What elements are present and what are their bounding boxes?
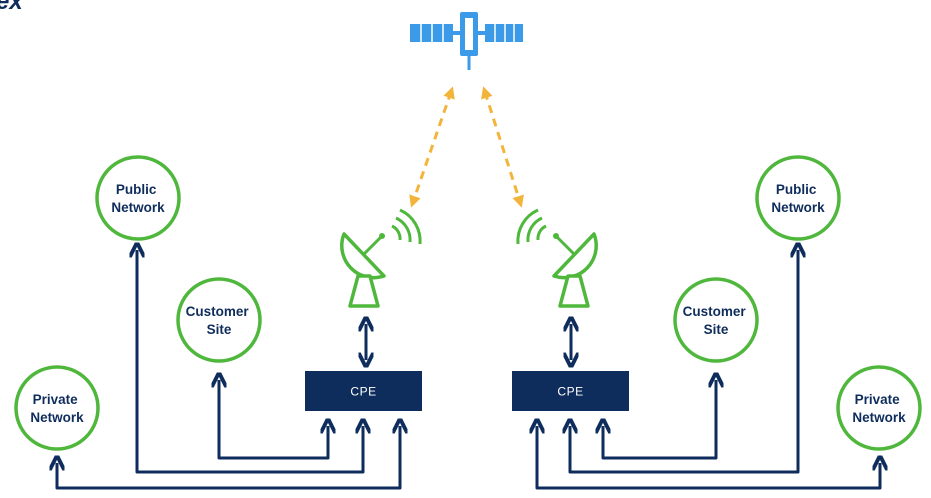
node-label: Private <box>855 392 901 407</box>
cpe-label: CPE <box>557 385 583 399</box>
svg-text:Private Network: Private Network <box>30 392 84 425</box>
svg-text:Private Network: Private Network <box>852 392 906 425</box>
satellite-link-left <box>409 86 455 208</box>
node-private-network-left: Private Network <box>14 365 100 451</box>
satellite-dish-icon <box>340 208 422 308</box>
node-label: Network <box>111 200 165 215</box>
node-label: Network <box>852 410 906 425</box>
connector-private-network-right <box>537 426 880 490</box>
node-label: Public <box>776 182 817 197</box>
svg-text:Public Network: Public Network <box>111 182 165 215</box>
connector-private-network-left <box>57 426 400 490</box>
left-connections <box>57 250 400 490</box>
node-label: Customer <box>683 304 747 319</box>
node-customer-site-left: Customer Site <box>176 277 262 363</box>
node-customer-site-right: Customer Site <box>673 277 759 363</box>
cpe-label: CPE <box>350 385 376 399</box>
node-public-network-right: Public Network <box>755 155 841 241</box>
node-label: Private <box>33 392 79 407</box>
svg-text:Public Network: Public Network <box>771 182 825 215</box>
corner-text: ex <box>0 0 24 15</box>
node-label: Network <box>771 200 825 215</box>
node-label: Public <box>116 182 157 197</box>
cpe-box-right: CPE <box>512 371 629 411</box>
node-public-network-left: Public Network <box>95 155 181 241</box>
satellite-link-right <box>481 86 524 208</box>
svg-text:Customer Site: Customer Site <box>683 304 750 337</box>
node-label: Customer <box>186 304 250 319</box>
node-private-network-right: Private Network <box>836 365 922 451</box>
satellite-dish-icon <box>516 208 598 308</box>
node-label: Site <box>207 322 232 337</box>
node-label: Network <box>30 410 84 425</box>
cpe-box-left: CPE <box>305 371 422 411</box>
satellite-icon <box>410 12 523 70</box>
svg-text:Customer Site: Customer Site <box>186 304 253 337</box>
node-label: Site <box>704 322 729 337</box>
right-connections <box>537 250 880 490</box>
